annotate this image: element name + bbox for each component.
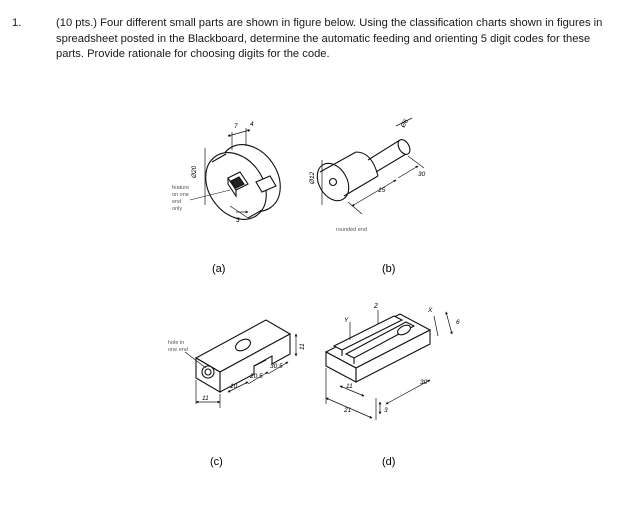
figure-a-note-line-1: feature <box>172 185 189 191</box>
figure-d-dim-6: 6 <box>456 319 460 326</box>
figure-c-drawing <box>194 319 292 393</box>
figure-c-dim-20-5: 20.5 <box>249 373 263 380</box>
figure-a-dim-top-2: 4 <box>250 121 254 128</box>
figure-d-dim-3: 3 <box>384 407 388 414</box>
figure-c-dimensions <box>184 333 298 408</box>
figure-d-axis-y: Y <box>344 317 349 324</box>
figure-a-diameter-label: Ø20 <box>191 165 198 179</box>
figure-a-note-line-3: end <box>172 199 181 205</box>
figure-a-dim-top-1: 7 <box>234 123 238 130</box>
figure-d-axis-x: X <box>427 307 433 314</box>
figure-a-note-line-2: on one <box>172 192 189 198</box>
figure-c-dim-30-5: 30.5 <box>270 363 283 370</box>
figure-a-drawing <box>204 128 281 220</box>
figure-d-dim-11: 11 <box>346 383 353 390</box>
question-text: (10 pts.) Four different small parts are… <box>56 17 603 60</box>
figure-b-dim-15: 15 <box>378 187 386 194</box>
figure-a-dim-small: 3 <box>236 217 240 224</box>
figure-b-note: rounded end <box>336 227 367 233</box>
figure-d-caption: (d) <box>382 456 395 468</box>
figure-c-note-line-1: hole in <box>168 340 184 346</box>
figure-a-note-line-4: only <box>172 206 182 212</box>
figure-c-caption: (c) <box>210 456 223 468</box>
figure-c-note-line-2: one end <box>168 347 188 353</box>
figure-d-axis-z: Z <box>373 303 379 310</box>
figure-d-dim-30: 30 <box>420 379 428 386</box>
figure-a-caption: (a) <box>212 263 225 275</box>
figure-b-dim-30: 30 <box>418 171 426 178</box>
figure-b-drawing <box>316 117 425 215</box>
figure-d-drawing <box>324 313 432 383</box>
figure-a-leader <box>189 189 231 201</box>
figure-d-dim-21: 21 <box>343 407 352 414</box>
figure-d-dimensions <box>325 310 453 420</box>
figure-c-dim-10: 10 <box>230 383 238 390</box>
figure-b-caption: (b) <box>382 263 395 275</box>
figure-c-dim-11-right: 11 <box>299 343 306 350</box>
figure-b-dim-small: Ø6 <box>399 118 410 130</box>
question-number: 1. <box>12 17 22 29</box>
figure-b-diameter-label: Ø12 <box>309 171 316 185</box>
figure-c-dim-11-bottom: 11 <box>202 395 209 402</box>
